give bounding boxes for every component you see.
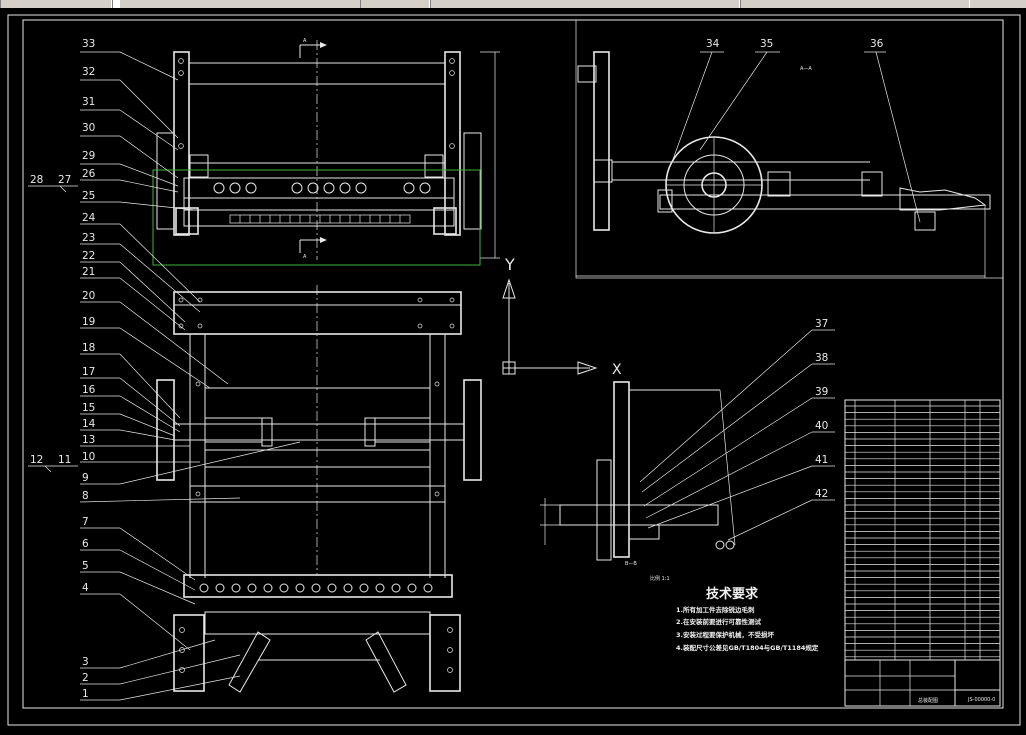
part-label: 27 [58, 174, 71, 186]
part-number-labels-left: 33 32 31 30 29 26 25 24 23 22 21 20 19 1… [30, 38, 96, 700]
part-label: 31 [82, 96, 95, 108]
part-label: 22 [82, 250, 95, 262]
svg-text:B—B: B—B [625, 561, 637, 567]
tech-req-item: 4.装配尺寸公差见GB/T1804与GB/T1184规定 [676, 643, 819, 652]
part-label: 16 [82, 384, 96, 396]
part-label: 28 [30, 174, 43, 186]
part-label: 9 [82, 472, 89, 484]
svg-text:比例 1:1: 比例 1:1 [650, 575, 670, 582]
part-label: 26 [82, 168, 96, 180]
part-label: 40 [815, 420, 828, 432]
leader-lines-left [28, 51, 301, 701]
part-label: 13 [82, 434, 95, 446]
part-label: 3 [82, 656, 89, 668]
part-label: 42 [815, 488, 828, 500]
toolbar-segment[interactable] [430, 0, 740, 8]
toolbar-segment[interactable] [360, 0, 430, 8]
part-label: 35 [760, 38, 773, 50]
part-label: 18 [82, 342, 95, 354]
leader-lines-right-top [671, 51, 921, 223]
part-label: 36 [870, 38, 884, 50]
section-view-bb: B—B 比例 1:1 [540, 381, 736, 582]
technical-requirements: 技术要求 1.所有加工件去除锐边毛刺 2.在安装前要进行可靠性测试 3.安装过程… [676, 586, 819, 652]
drawing-number: JS-00000-0 [967, 697, 995, 703]
parts-list-rows [845, 405, 1000, 658]
part-label: 39 [815, 386, 828, 398]
outer-frame [7, 14, 1021, 726]
toolbar-segment[interactable] [0, 0, 112, 8]
tech-req-title: 技术要求 [706, 586, 759, 602]
part-label: 7 [82, 516, 89, 528]
cad-drawing-canvas[interactable]: A A [0, 8, 1026, 731]
part-label: 6 [82, 538, 89, 550]
front-view [156, 285, 482, 693]
part-label: 37 [815, 318, 828, 330]
part-label: 29 [82, 150, 95, 162]
part-label: 24 [82, 212, 96, 224]
part-label: 5 [82, 560, 89, 572]
window-min-icon[interactable] [112, 0, 120, 8]
svg-text:X: X [612, 362, 622, 378]
part-label: 19 [82, 316, 95, 328]
section-view-aa: A—A [575, 19, 1004, 279]
part-label: 12 [30, 454, 43, 466]
part-label: 34 [706, 38, 720, 50]
ucs-axis-icon: Y X [502, 255, 622, 378]
part-label: 41 [815, 454, 828, 466]
drawing-product-name: 总装配图 [918, 697, 938, 704]
part-label: 1 [82, 688, 89, 700]
tech-req-item: 2.在安装前要进行可靠性测试 [676, 617, 761, 626]
part-label: 21 [82, 266, 95, 278]
parts-list-table [844, 399, 1001, 707]
part-label: 20 [82, 290, 95, 302]
svg-text:A: A [303, 38, 307, 44]
part-label: 2 [82, 672, 89, 684]
part-label: 11 [58, 454, 71, 466]
part-label: 15 [82, 402, 95, 414]
part-label: 38 [815, 352, 828, 364]
svg-text:Y: Y [504, 255, 515, 274]
window-titlebar-strip [0, 0, 1026, 8]
tech-req-item: 1.所有加工件去除锐边毛刺 [676, 605, 755, 614]
part-label: 32 [82, 66, 95, 78]
part-label: 14 [82, 418, 96, 430]
part-label: 25 [82, 190, 95, 202]
part-label: 23 [82, 232, 95, 244]
svg-text:A: A [303, 254, 307, 260]
tech-req-item: 3.安装过程要保护机械，不受损坏 [676, 630, 774, 639]
inner-frame [22, 19, 1004, 709]
selection-window [152, 169, 481, 266]
plan-view-top: A A [152, 38, 500, 266]
part-label: 4 [82, 582, 89, 594]
part-label: 30 [82, 122, 95, 134]
part-label: 8 [82, 490, 89, 502]
part-label: 17 [82, 366, 95, 378]
svg-text:A—A: A—A [800, 66, 812, 72]
leader-lines-right-mid [639, 329, 835, 541]
toolbar-segment[interactable] [740, 0, 970, 8]
part-label: 10 [82, 451, 95, 463]
part-label: 33 [82, 38, 95, 50]
